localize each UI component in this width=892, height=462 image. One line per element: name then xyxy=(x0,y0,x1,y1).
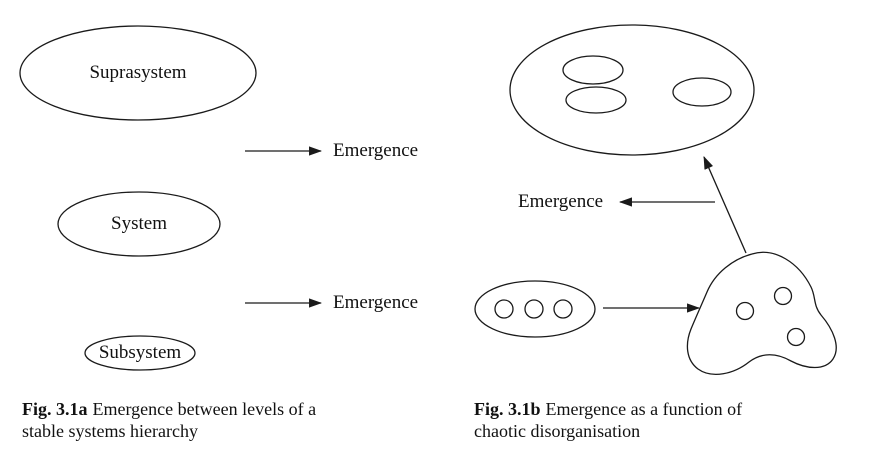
system-label: System xyxy=(111,213,167,234)
contained-subsystem-3 xyxy=(672,77,732,107)
suprasystem-label: Suprasystem xyxy=(89,62,187,83)
ordered-element-1 xyxy=(494,299,514,319)
system-ellipse xyxy=(57,191,221,257)
blob-element-2 xyxy=(773,286,793,306)
contained-subsystem-1 xyxy=(562,55,624,85)
suprasystem-ellipse xyxy=(19,25,257,121)
figure-a-caption-tag: Fig. 3.1a xyxy=(22,399,88,419)
subsystem-label: Subsystem xyxy=(98,342,182,363)
figure-b-caption-line2: chaotic disorganisation xyxy=(474,421,641,441)
subsystem-ellipse xyxy=(84,335,196,371)
ordered-element-2 xyxy=(524,299,544,319)
contained-subsystem-2 xyxy=(565,86,627,114)
blob-to-system-arrow xyxy=(703,156,747,254)
ordered-system-ellipse xyxy=(474,280,596,338)
chaotic-blob-shape xyxy=(686,251,837,375)
figure-a-caption-line1: Emergence between levels of a xyxy=(92,399,317,419)
ordered-element-3 xyxy=(553,299,573,319)
emergence-upper-label: Emergence xyxy=(333,140,419,161)
figure-a-caption-line2: stable systems hierarchy xyxy=(22,421,198,441)
figure-b-caption-line1: Emergence as a function of xyxy=(545,399,743,419)
emergent-system-ellipse xyxy=(509,24,755,156)
emergence-right-label: Emergence xyxy=(518,191,604,212)
blob-element-3 xyxy=(786,327,806,347)
figure-b-caption-tag: Fig. 3.1b xyxy=(474,399,541,419)
emergence-lower-label: Emergence xyxy=(333,292,419,313)
blob-element-1 xyxy=(735,301,755,321)
